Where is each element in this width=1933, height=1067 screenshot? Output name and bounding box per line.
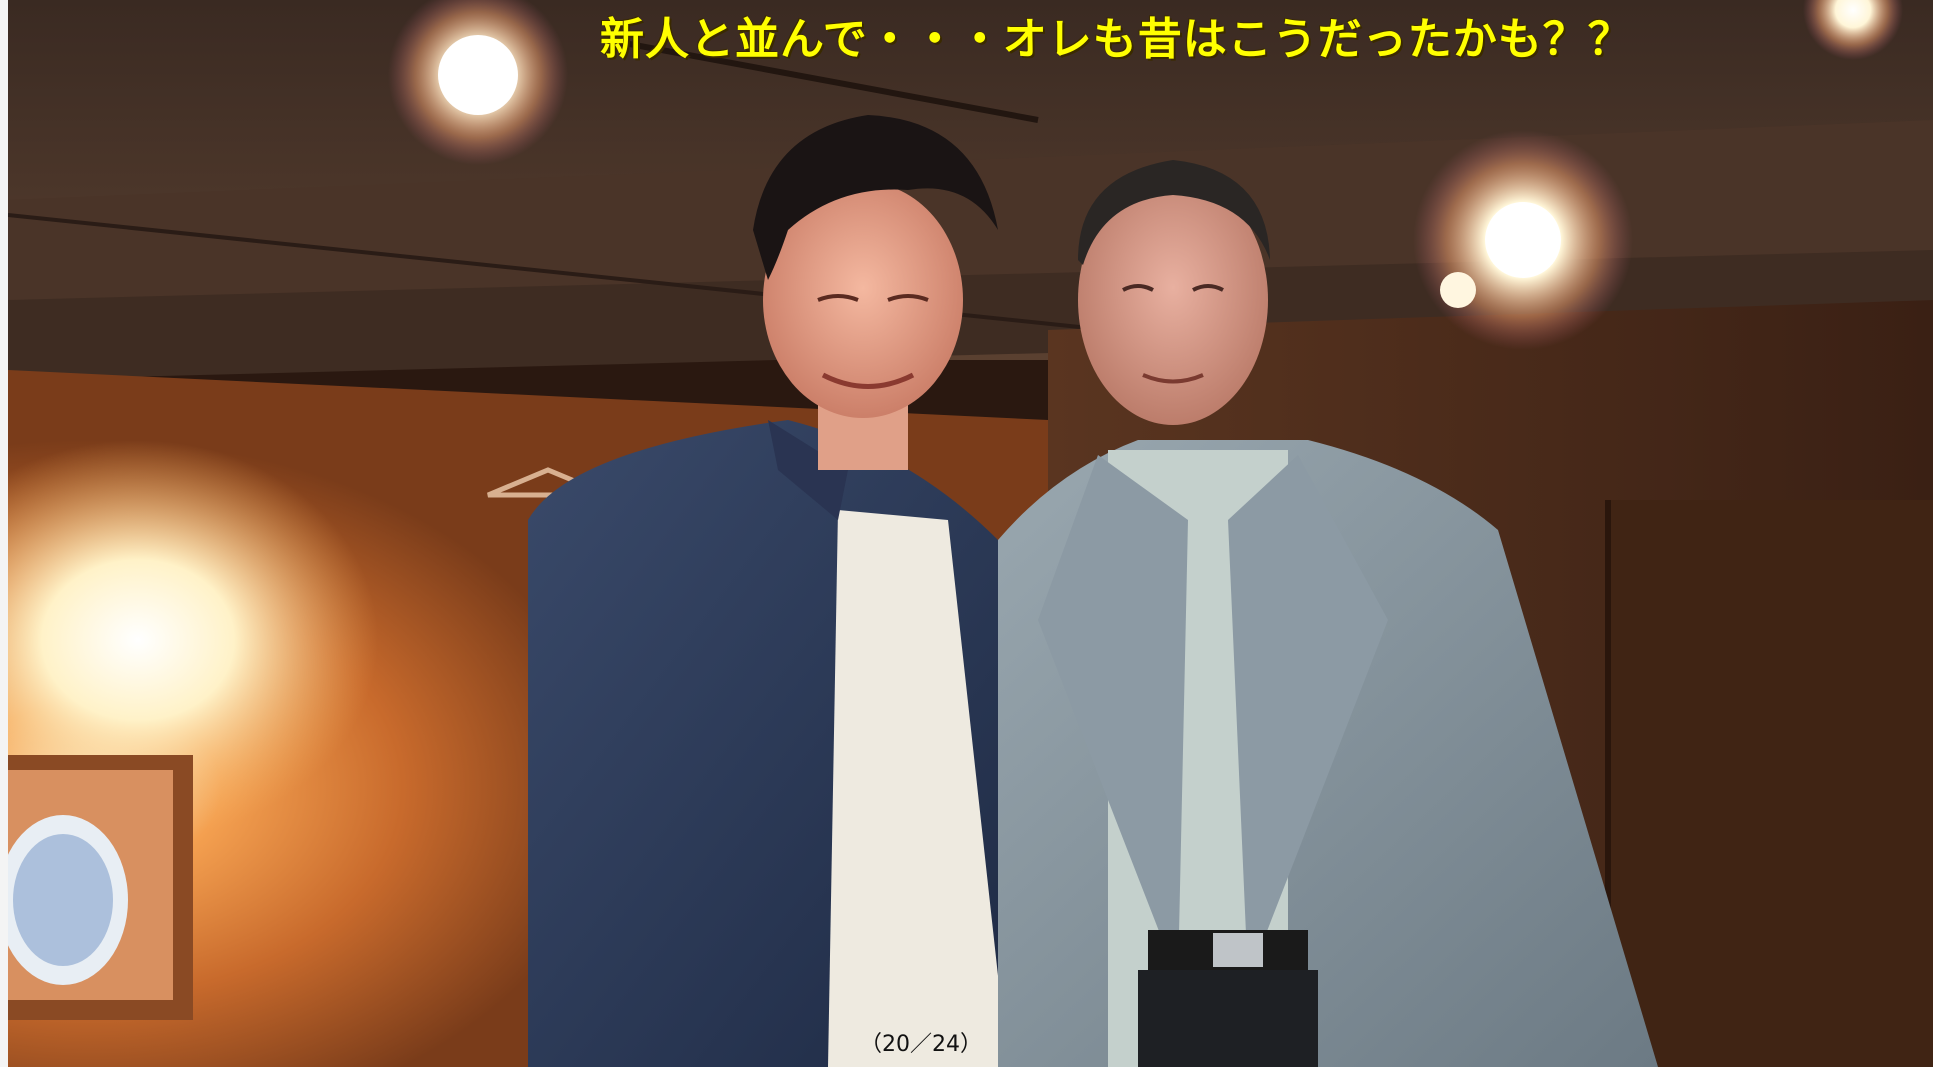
slide-counter: （20／24） xyxy=(860,1032,982,1057)
photo xyxy=(8,0,1933,1067)
left-border xyxy=(0,0,8,1067)
caption-text: 新人と並んで・・・オレも昔はこうだったかも？？ xyxy=(600,14,1633,65)
